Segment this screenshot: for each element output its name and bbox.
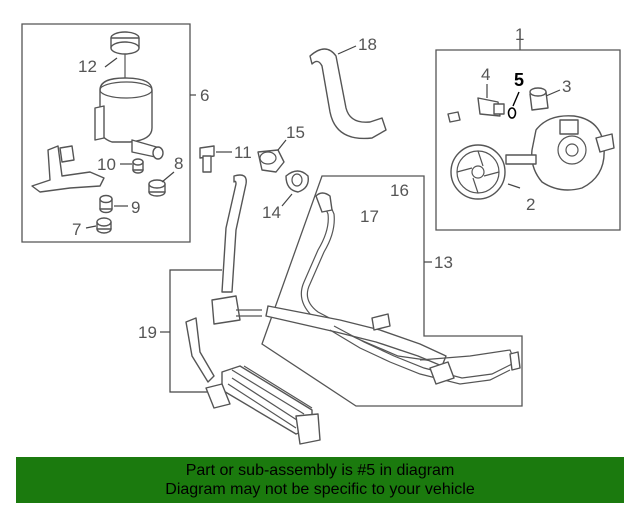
reservoir-mount: [94, 105, 105, 141]
pump-port: [559, 119, 579, 135]
pump-group: [435, 40, 621, 231]
reservoir-body: [99, 77, 153, 143]
banner-line-1: Part or sub-assembly is #5 in diagram: [185, 462, 455, 479]
callout-15: 15: [286, 123, 305, 142]
callout-18: 18: [358, 35, 377, 54]
hose-18-body: [309, 48, 387, 140]
callout-3: 3: [562, 77, 571, 96]
reservoir-group: [21, 23, 196, 243]
callout-4: 4: [481, 65, 490, 84]
callout-16: 16: [390, 181, 409, 200]
union-15: [257, 149, 285, 173]
gasket-14: [285, 170, 309, 193]
callout-1: 1: [515, 25, 524, 44]
pipe-assembly-group: [261, 175, 523, 407]
return-hose: [221, 174, 247, 293]
cooler-group: [160, 174, 321, 445]
callout-14: 14: [262, 203, 281, 222]
hose-18: [309, 45, 387, 140]
pump-body: [531, 115, 605, 191]
callout-2: 2: [526, 195, 535, 214]
pump-pulley: [450, 144, 506, 200]
banner-line-2: Diagram may not be specific to your vehi…: [165, 481, 475, 498]
callout-6: 6: [200, 86, 209, 105]
callout-labels: 1 2 3 4 5 6 7 8 9 10 11 12 13 14 15 16 1…: [72, 25, 571, 342]
callout-10: 10: [97, 155, 116, 174]
callout-19: 19: [138, 323, 157, 342]
bolt-11: [199, 145, 215, 159]
callout-13: 13: [434, 253, 453, 272]
callout-12: 12: [78, 57, 97, 76]
callout-5: 5: [514, 70, 524, 90]
callout-7: 7: [72, 220, 81, 239]
callout-11: 11: [234, 143, 252, 162]
pipe-assembly-box: [261, 175, 523, 407]
callout-17: 17: [360, 207, 379, 226]
reservoir-cap-bottom: [110, 41, 140, 55]
o-ring-5: [507, 107, 517, 119]
callout-8: 8: [174, 154, 183, 173]
tube-end: [315, 192, 333, 213]
callout-9: 9: [131, 198, 140, 217]
info-banner: Part or sub-assembly is #5 in diagram Di…: [16, 457, 624, 503]
reservoir-bracket: [31, 145, 105, 193]
cooler-bracket-line: [169, 269, 224, 393]
